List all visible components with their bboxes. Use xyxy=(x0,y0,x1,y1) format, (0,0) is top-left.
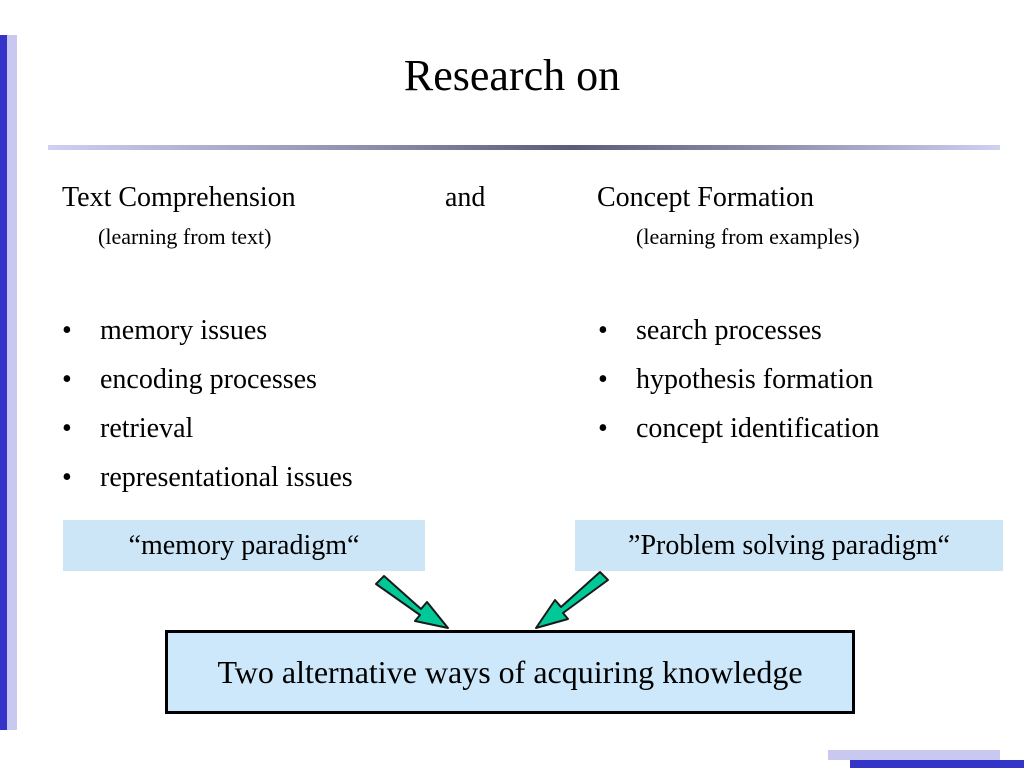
list-item: • retrieval xyxy=(62,413,353,462)
bullet-icon: • xyxy=(598,364,608,395)
list-item: • concept identification xyxy=(598,413,879,462)
list-item-text: memory issues xyxy=(100,315,268,346)
list-item: • hypothesis formation xyxy=(598,364,879,413)
bottom-accent-bar-light xyxy=(828,750,1000,760)
list-item-text: encoding processes xyxy=(100,364,317,395)
right-column-subheading: (learning from examples) xyxy=(636,224,860,249)
list-item: • memory issues xyxy=(62,315,353,364)
bullet-icon: • xyxy=(62,364,72,395)
connector-and: and xyxy=(445,182,486,213)
right-bullet-list: •search processes •hypothesis formation … xyxy=(598,315,879,462)
left-column-subheading: (learning from text) xyxy=(98,224,272,249)
list-item: • search processes xyxy=(598,315,879,364)
list-item: • representational issues xyxy=(62,462,353,511)
arrow-right-icon xyxy=(535,571,609,629)
bullet-icon: • xyxy=(62,413,72,444)
arrow-left-icon xyxy=(375,575,449,629)
left-column-heading: Text Comprehension xyxy=(62,182,296,213)
title-divider xyxy=(48,145,1000,150)
left-accent-bar-light xyxy=(7,35,17,730)
bullet-icon: • xyxy=(598,315,608,346)
problem-solving-paradigm-box: ”Problem solving paradigm“ xyxy=(575,520,1003,571)
list-item-text: concept identification xyxy=(636,413,880,444)
bullet-icon: • xyxy=(62,462,72,493)
slide-title: Research on xyxy=(403,51,621,100)
left-bullet-list: • memory issues • encoding processes • retr… xyxy=(62,315,353,511)
list-item-text: retrieval xyxy=(100,413,194,444)
right-column-heading: Concept Formation xyxy=(597,182,814,213)
list-item-text: hypothesis formation xyxy=(636,364,874,395)
bullet-icon: • xyxy=(598,413,608,444)
list-item: • encoding processes xyxy=(62,364,353,413)
left-accent-bar xyxy=(0,35,7,730)
bullet-icon: • xyxy=(62,315,72,346)
list-item-text: search processes xyxy=(636,315,822,346)
memory-paradigm-box: “memory paradigm“ xyxy=(63,520,425,571)
conclusion-box: Two alternative ways of acquiring knowle… xyxy=(165,630,855,714)
bottom-accent-bar xyxy=(850,760,1024,768)
list-item-text: representational issues xyxy=(100,462,353,493)
